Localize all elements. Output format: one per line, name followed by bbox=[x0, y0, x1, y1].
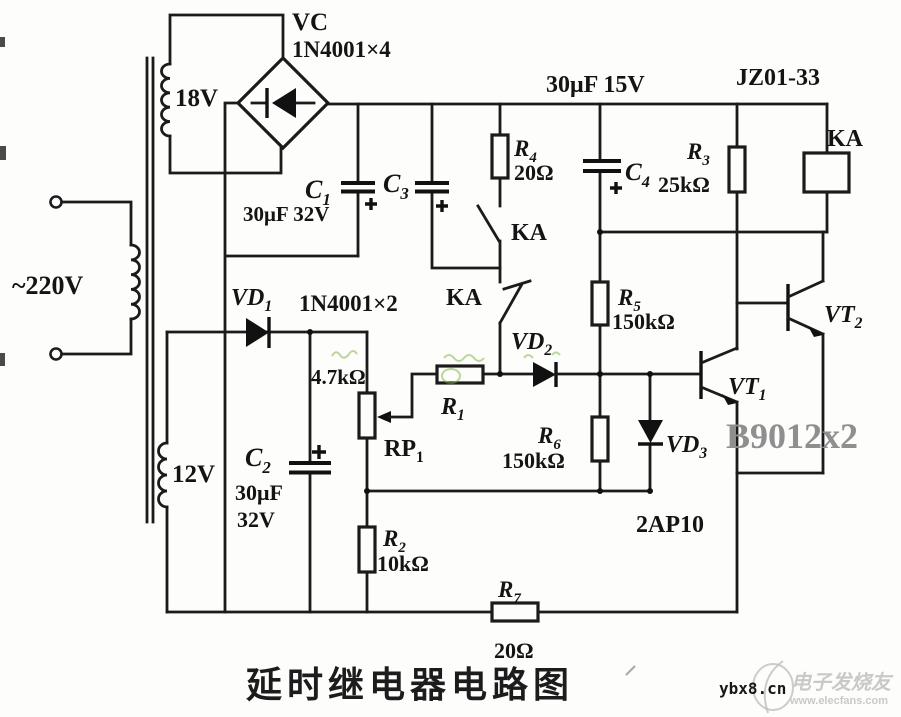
resistor-r5 bbox=[590, 230, 610, 376]
relay-contact-1 bbox=[476, 204, 502, 284]
c2-value2-label: 32V bbox=[237, 507, 275, 532]
transistor-vt1 bbox=[699, 301, 790, 475]
watermark-url: www.elecfans.com bbox=[789, 695, 888, 707]
vd1-part-label: 1N4001×2 bbox=[299, 291, 398, 316]
relay-contact1-label: KA bbox=[511, 220, 548, 246]
resistor-r2 bbox=[357, 525, 377, 614]
rp1-ref-label: RP1 bbox=[384, 436, 424, 466]
r2-ref-label: R2 bbox=[382, 526, 406, 556]
plus-icon bbox=[312, 445, 326, 459]
vd3-ref-label: VD3 bbox=[666, 432, 707, 462]
r5-value-label: 150kΩ bbox=[612, 309, 675, 334]
junction-dots bbox=[307, 229, 653, 494]
r7-value-label: 20Ω bbox=[494, 638, 534, 663]
transformer bbox=[49, 13, 285, 614]
emitter-arrow-icon bbox=[722, 394, 737, 405]
watermark-brand: 电子发烧友 bbox=[791, 671, 894, 694]
vd1-ref-label: VD1 bbox=[231, 285, 272, 315]
emitter-ground-wire bbox=[735, 471, 825, 614]
diode-vd2 bbox=[533, 362, 602, 387]
diode-vd1 bbox=[165, 317, 369, 348]
r1-ref-label: R1 bbox=[440, 394, 465, 424]
resistor-r4 bbox=[490, 102, 510, 208]
capacitor-c2 bbox=[289, 330, 331, 614]
resistor-r1 bbox=[435, 364, 535, 385]
winding-12v-label: 12V bbox=[172, 461, 215, 488]
vd2-ref-label: VD2 bbox=[511, 329, 552, 359]
winding-18v-label: 18V bbox=[175, 85, 218, 112]
r2-value-label: 10kΩ bbox=[377, 551, 429, 576]
r6-ref-label: R6 bbox=[537, 423, 561, 453]
c2-ref-label: C2 bbox=[245, 443, 271, 477]
c1-ref-label: C1 bbox=[305, 175, 331, 209]
plus-icon bbox=[365, 198, 377, 210]
plus-icon bbox=[436, 200, 448, 212]
r7-ref-label: R7 bbox=[497, 577, 521, 607]
mains-label: ~220V bbox=[12, 271, 84, 300]
watermark-site: ybx8.cn bbox=[719, 679, 786, 698]
c1-value-label: 30μF 32V bbox=[243, 202, 329, 226]
watermark-logo bbox=[752, 660, 794, 714]
capacitor-c4 bbox=[583, 102, 622, 234]
primary-winding bbox=[129, 243, 141, 321]
resistor-r3 bbox=[727, 102, 747, 351]
plus-icon bbox=[610, 182, 622, 194]
r4-ref-label: R4 bbox=[513, 136, 537, 166]
transistor-model-label: B9012x2 bbox=[726, 416, 858, 456]
c4-value-label: 30μF 15V bbox=[546, 72, 645, 98]
bridge-rectifier bbox=[235, 55, 331, 151]
mains-terminal-top bbox=[49, 195, 63, 209]
vt2-ref-label: VT2 bbox=[824, 302, 863, 332]
vt1-ref-label: VT1 bbox=[728, 374, 766, 404]
vd3-part-label: 2AP10 bbox=[636, 512, 704, 538]
transistor-vt2 bbox=[786, 230, 825, 475]
r3-value-label: 25kΩ bbox=[658, 172, 710, 197]
r4-value-label: 20Ω bbox=[514, 160, 554, 185]
negative-branch bbox=[223, 101, 360, 614]
bridge-part-label: 1N4001×4 bbox=[292, 37, 391, 62]
rp1-value-label: 4.7kΩ bbox=[311, 365, 366, 389]
relay-model-label: JZ01-33 bbox=[736, 65, 820, 91]
diagram-caption: 延时继电器电路图 bbox=[246, 664, 574, 705]
relay-contact-2 bbox=[498, 279, 532, 376]
c3-ref-label: C3 bbox=[383, 169, 409, 203]
r5-ref-label: R5 bbox=[617, 285, 641, 315]
c4-ref-label: C4 bbox=[625, 159, 650, 191]
emitter-arrow-icon bbox=[808, 326, 823, 337]
secondary-18v-winding bbox=[160, 62, 172, 138]
relay-coil-label: KA bbox=[827, 126, 864, 152]
scan-artifacts bbox=[0, 37, 636, 676]
r3-ref-label: R3 bbox=[686, 139, 710, 169]
capacitor-c1 bbox=[341, 102, 377, 258]
green-watermark bbox=[331, 350, 561, 384]
relay-coil bbox=[802, 102, 851, 234]
resistor-r7 bbox=[490, 601, 540, 623]
relay-contact2-label: KA bbox=[446, 285, 483, 311]
r6-value-label: 150kΩ bbox=[502, 448, 565, 473]
c2-value1-label: 30μF bbox=[235, 480, 283, 505]
wiper-arrow-icon bbox=[377, 411, 391, 423]
bridge-ref-label: VC bbox=[292, 9, 328, 36]
potentiometer-rp1 bbox=[357, 330, 439, 529]
mains-terminal-bottom bbox=[49, 347, 63, 361]
core bbox=[145, 56, 155, 524]
diode-vd3 bbox=[638, 372, 663, 493]
bridge-diode-icon bbox=[272, 88, 296, 118]
resistor-r6 bbox=[590, 372, 610, 493]
secondary-12v-winding bbox=[157, 441, 169, 509]
capacitor-c3 bbox=[415, 102, 502, 270]
